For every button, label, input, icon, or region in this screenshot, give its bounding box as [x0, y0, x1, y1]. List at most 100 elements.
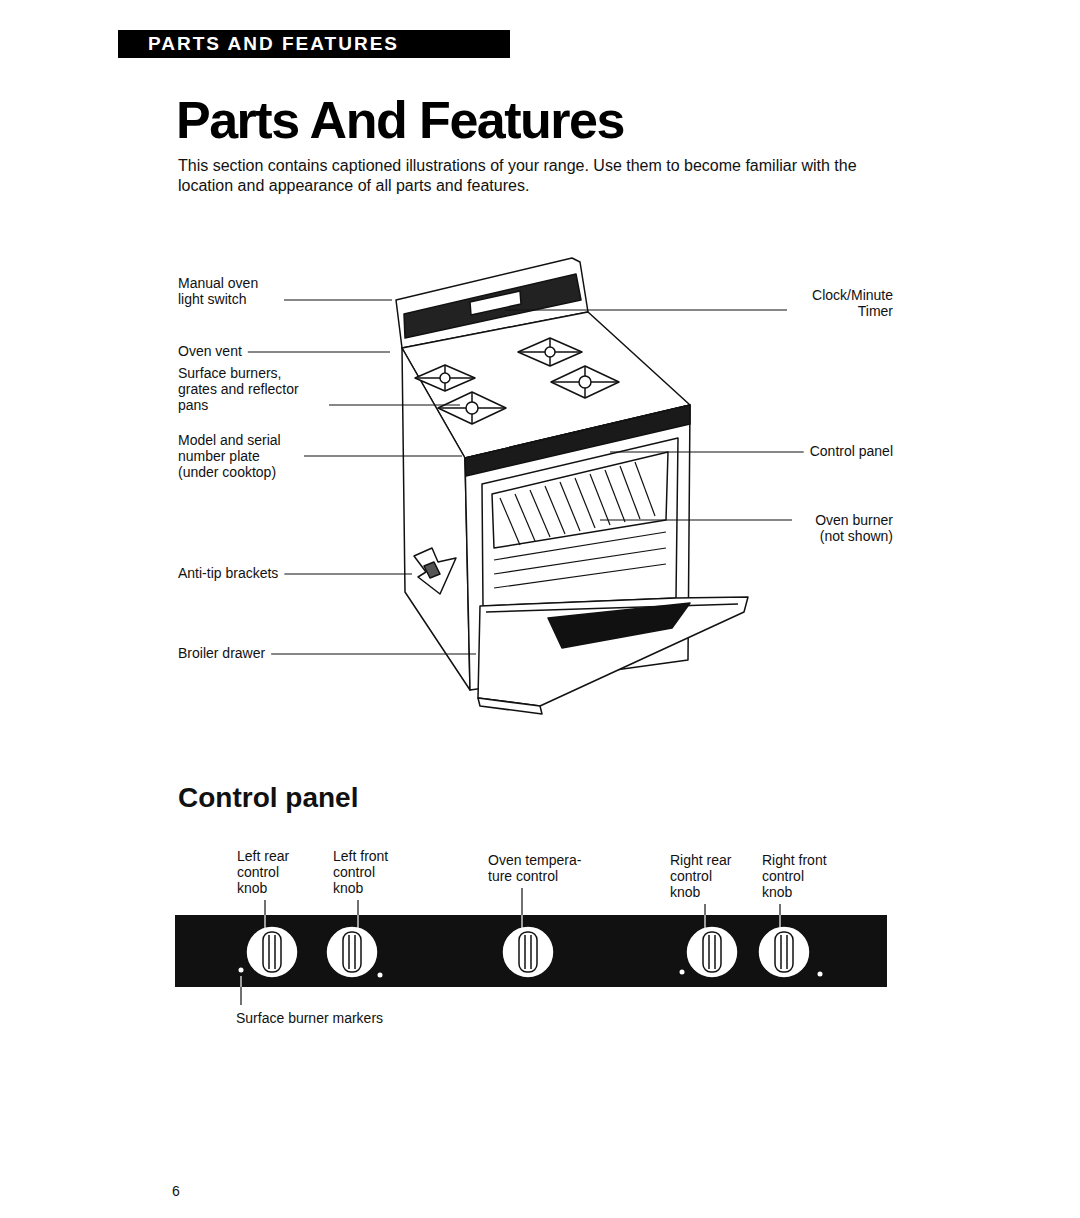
control-knob	[780, 935, 782, 969]
control-knob	[708, 935, 710, 969]
control-panel-drawing	[378, 973, 383, 978]
leader-line	[304, 455, 462, 456]
part-callout: Anti-tip brackets	[178, 565, 278, 581]
leader-line	[248, 351, 390, 352]
control-knob	[326, 926, 378, 978]
range-drawing	[478, 597, 748, 706]
part-callout: Surface burners, grates and reflector pa…	[178, 365, 323, 413]
part-callout: Clock/Minute Timer	[793, 287, 893, 319]
control-panel-drawing	[240, 987, 241, 1005]
range-drawing	[518, 338, 582, 366]
range-drawing	[551, 366, 619, 398]
leader-line	[264, 915, 265, 928]
control-knob	[263, 932, 281, 972]
section-header-bar: PARTS AND FEATURES	[118, 30, 510, 58]
control-knob	[274, 935, 276, 969]
leader-line	[521, 915, 522, 928]
leader-line	[271, 653, 476, 654]
range-drawing	[530, 490, 550, 537]
range-drawing	[500, 498, 520, 545]
range-drawing	[575, 478, 595, 528]
leader-line	[284, 299, 392, 300]
control-panel-drawing	[239, 968, 244, 973]
range-drawing	[494, 532, 666, 560]
knob-callout: Right rear control knob	[670, 852, 744, 900]
range-drawing	[438, 392, 506, 424]
range-drawing	[424, 562, 440, 578]
range-drawing	[478, 698, 542, 714]
leader-line	[610, 451, 804, 452]
leader-line	[505, 309, 787, 310]
part-callout: Manual oven light switch	[178, 275, 278, 307]
control-knob	[326, 926, 378, 978]
control-knob	[703, 932, 721, 972]
control-knob	[502, 926, 554, 978]
leader-line	[521, 888, 522, 915]
part-callout: Surface burner markers	[236, 1010, 383, 1026]
control-knob	[354, 935, 356, 969]
control-knob	[530, 935, 532, 969]
control-knob	[786, 935, 788, 969]
leader-line	[779, 915, 780, 928]
range-drawing	[545, 347, 555, 357]
leader-line	[357, 915, 358, 928]
page-title: Parts And Features	[176, 94, 624, 146]
range-drawing	[635, 462, 655, 516]
range-drawing	[590, 474, 610, 525]
control-knob	[348, 935, 350, 969]
control-knob	[758, 926, 810, 978]
control-knobs	[246, 926, 810, 978]
part-callout: Oven vent	[178, 343, 242, 359]
leader-line	[704, 904, 705, 915]
range-drawing	[494, 548, 666, 574]
control-knob	[758, 926, 810, 978]
leader-line	[600, 519, 792, 520]
leader-line	[284, 573, 412, 574]
control-panel-drawing	[175, 915, 887, 987]
control-panel-drawing	[680, 970, 685, 975]
part-callout: Model and serial number plate (under coo…	[178, 432, 298, 480]
range-drawing	[605, 470, 625, 522]
control-knob	[519, 932, 537, 972]
range-drawing	[494, 462, 666, 588]
range-drawing	[545, 486, 565, 534]
knob-callout: Right front control knob	[762, 852, 836, 900]
control-knob	[268, 935, 270, 969]
control-knob	[714, 935, 716, 969]
range-drawing	[515, 494, 535, 541]
range-drawing	[551, 366, 619, 398]
range-drawing	[466, 402, 478, 414]
knob-callout: Oven tempera- ture control	[488, 852, 593, 884]
range-drawing	[470, 291, 521, 315]
range-drawing	[482, 438, 678, 606]
range-drawing	[579, 376, 591, 388]
leader-line	[329, 404, 460, 405]
range-drawing	[415, 365, 475, 391]
range-drawing	[440, 373, 450, 383]
leader-lines	[248, 300, 804, 928]
range-drawing	[415, 365, 475, 391]
control-knob	[686, 926, 738, 978]
range-drawing	[494, 564, 666, 588]
control-panel-drawing	[818, 972, 823, 977]
range-drawing	[414, 548, 456, 594]
section-header-text: PARTS AND FEATURES	[118, 30, 510, 58]
control-knob	[686, 926, 738, 978]
section-heading: Control panel	[178, 782, 358, 814]
knob-callout: Left front control knob	[333, 848, 407, 896]
range-drawing	[438, 392, 506, 424]
intro-paragraph: This section contains captioned illustra…	[178, 156, 898, 196]
range-drawing	[492, 452, 668, 548]
knob-callout: Left rear control knob	[237, 848, 311, 896]
control-knob	[246, 926, 298, 978]
leader-line	[704, 915, 705, 928]
control-knob	[775, 932, 793, 972]
range-drawing	[560, 482, 580, 531]
part-callout: Oven burner (not shown)	[798, 512, 893, 544]
control-panel-drawing	[240, 976, 241, 987]
leader-line	[264, 900, 265, 915]
range-drawing	[486, 604, 738, 612]
control-knob	[246, 926, 298, 978]
